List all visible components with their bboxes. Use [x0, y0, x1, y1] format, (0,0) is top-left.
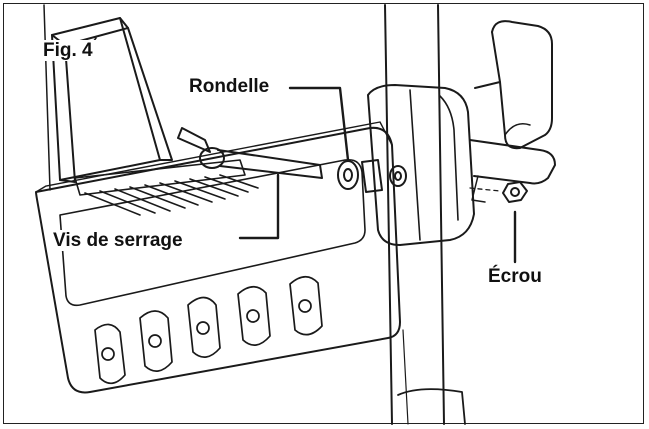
washer-assembly: [337, 159, 407, 193]
washer-leader: [288, 86, 350, 162]
clamp-screw: [177, 127, 323, 179]
bracket-body: [35, 121, 401, 394]
vertical-poles: [43, 4, 466, 425]
nut-part: [469, 181, 528, 203]
figure-title: Fig. 4: [40, 40, 96, 61]
screw-leader: [238, 173, 280, 240]
figure-frame: [3, 3, 644, 424]
comb-teeth: [74, 159, 259, 216]
right-hook: [469, 20, 556, 203]
bracket-slots: [94, 275, 323, 385]
pole-clamp: [367, 84, 475, 246]
clamp-screw-label: Vis de serrage: [50, 230, 186, 251]
washer-label: Rondelle: [187, 76, 272, 97]
nut-label: Écrou: [486, 266, 544, 287]
leader-lines: [85, 37, 517, 264]
